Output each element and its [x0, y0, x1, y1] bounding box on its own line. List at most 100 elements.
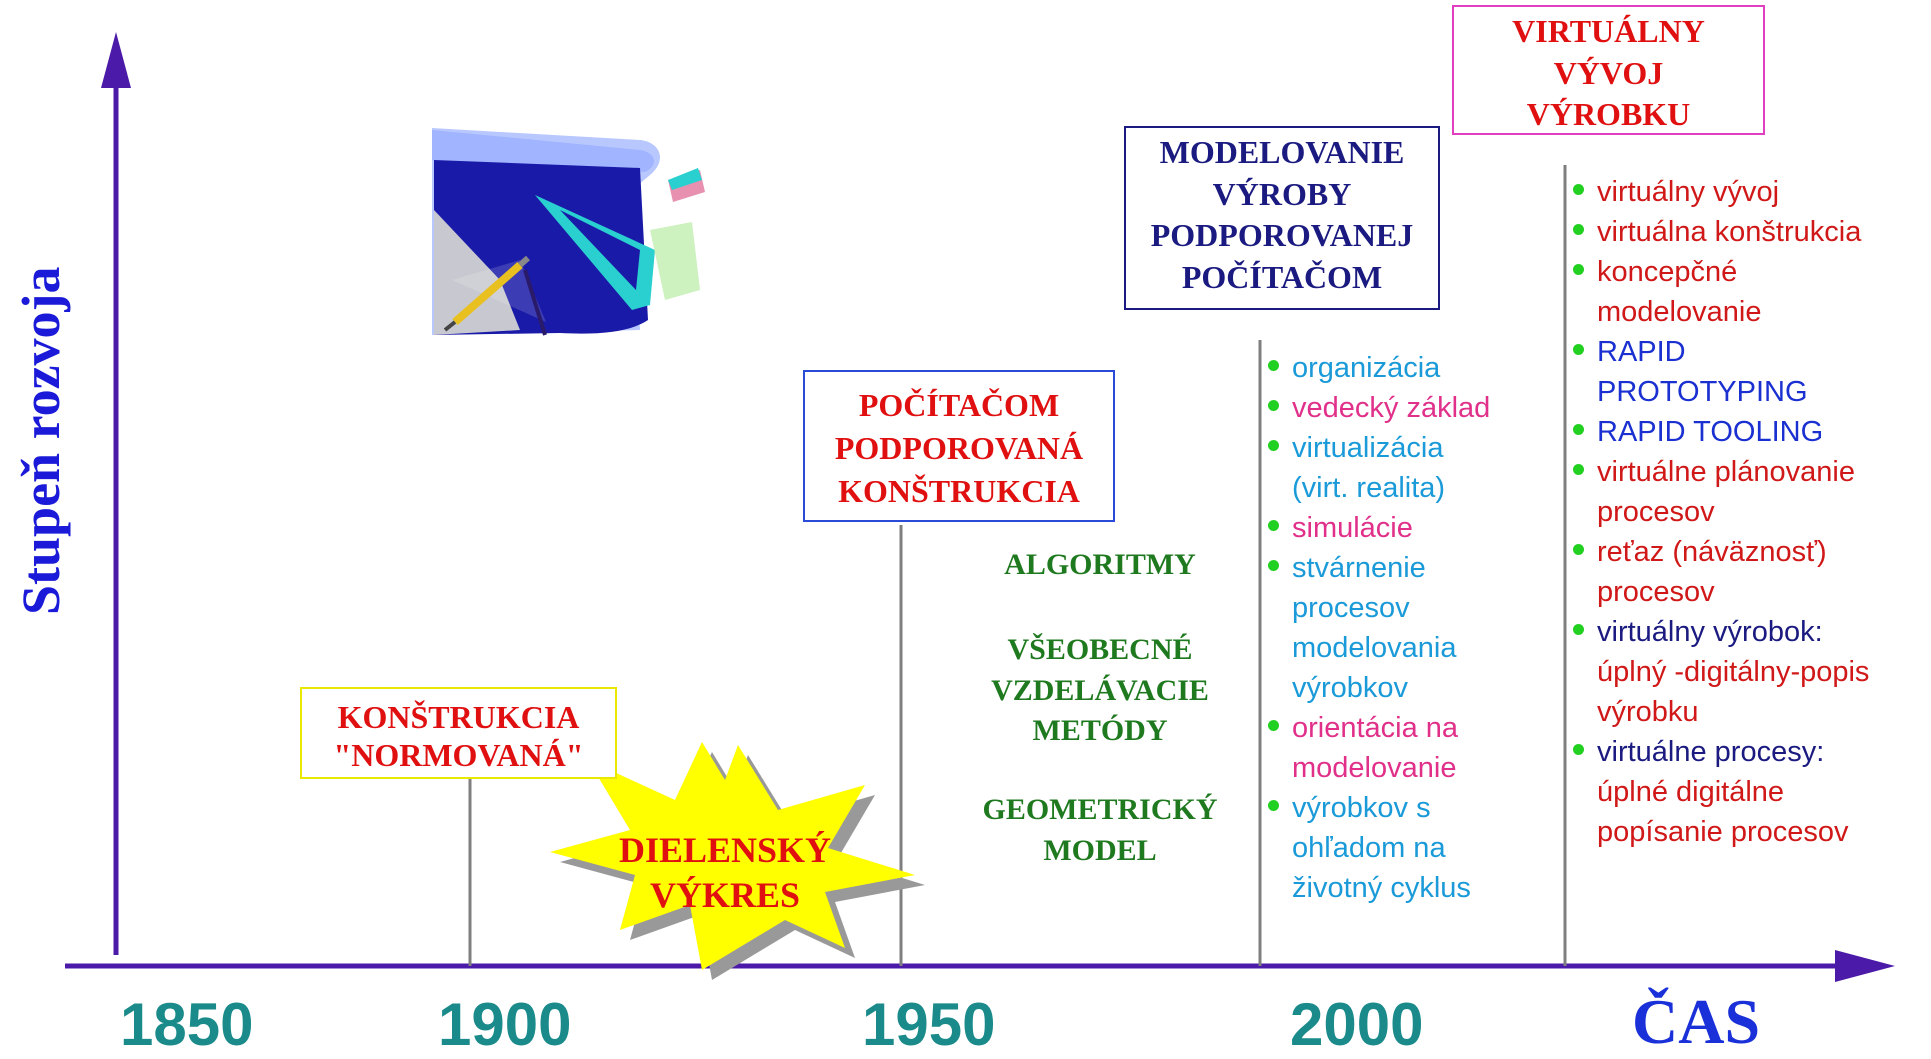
y-axis-arrow: [101, 32, 131, 88]
green-line: ALGORITMY: [1004, 548, 1196, 581]
x-axis-label: ČAS: [1632, 986, 1761, 1057]
bullet-icon: [1268, 440, 1279, 451]
bullet-icon: [1268, 720, 1279, 731]
list-item: stvárnenie procesov modelovania výrobkov: [1262, 548, 1562, 708]
label-geometricky-model: GEOMETRICKÝ MODEL: [950, 790, 1250, 871]
box-line: POČÍTAČOM: [1181, 258, 1383, 295]
list-item: výrobkov s ohľadom na životný cyklus: [1262, 788, 1562, 908]
green-line: MODEL: [1043, 833, 1157, 867]
starburst-icon: [550, 742, 915, 970]
list-item: RAPID TOOLING: [1567, 412, 1927, 452]
green-line: VŠEOBECNÉ: [1007, 633, 1193, 666]
box-line: VÝVOJ: [1553, 54, 1664, 91]
list-item: virtualizácia (virt. realita): [1262, 428, 1562, 508]
bullet-icon: [1573, 224, 1584, 235]
label-algoritmy: ALGORITMY: [950, 545, 1250, 586]
list-item-line: procesov: [1597, 576, 1715, 608]
y-axis-label: Stupeň rozvoja: [11, 266, 71, 615]
list-item-line: popísanie procesov: [1597, 816, 1849, 848]
list-item: orientácia na modelovanie: [1262, 708, 1562, 788]
box-modelovanie-vyroby: MODELOVANIE VÝROBY PODPOROVANEJ POČÍTAČO…: [1124, 126, 1440, 310]
box-line: PODPOROVANEJ: [1150, 217, 1414, 254]
list-item-line: reťaz (náväznosť): [1597, 536, 1827, 568]
bullet-icon: [1573, 344, 1584, 355]
list-item-line: stvárnenie: [1292, 552, 1426, 584]
list-item-line: koncepčné: [1597, 256, 1738, 288]
year-1850: 1850: [120, 991, 254, 1058]
list-item: reťaz (náväznosť) procesov: [1567, 532, 1927, 612]
box-line: KONŠTRUKCIA: [337, 699, 580, 735]
list-item-line: úplný -digitálny-popis: [1597, 656, 1870, 688]
box-line: MODELOVANIE: [1159, 134, 1405, 170]
list-item-line: virtuálne plánovanie: [1597, 456, 1855, 488]
list-item-line: orientácia na: [1292, 712, 1459, 744]
list-item-line: výrobkov: [1292, 672, 1409, 704]
green-line: GEOMETRICKÝ: [982, 793, 1218, 826]
list-item-line: výrobku: [1597, 696, 1699, 728]
bullet-icon: [1573, 464, 1584, 475]
list-item: koncepčné modelovanie: [1567, 252, 1927, 332]
list-item-line: virtuálna konštrukcia: [1597, 216, 1862, 248]
bullet-icon: [1573, 744, 1584, 755]
list-item-line: virtualizácia: [1292, 432, 1444, 464]
list-item: virtuálna konštrukcia: [1567, 212, 1927, 252]
list-item-line: virtuálny výrobok:: [1597, 616, 1823, 648]
list-item: vedecký základ: [1262, 388, 1562, 428]
list-item: RAPID PROTOTYPING: [1567, 332, 1927, 412]
list-item: virtuálne procesy: úplné digitálne popísan…: [1567, 732, 1927, 852]
bullet-icon: [1268, 400, 1279, 411]
bullet-icon: [1268, 360, 1279, 371]
list-item-line: modelovanie: [1597, 296, 1762, 328]
box-line: "NORMOVANÁ": [333, 737, 584, 774]
list-item-line: RAPID: [1597, 336, 1686, 368]
list-item-line: úplné digitálne: [1597, 776, 1785, 808]
list-item: simulácie: [1262, 508, 1562, 548]
list-item-line: (virt. realita): [1292, 472, 1446, 504]
bullet-icon: [1268, 520, 1279, 531]
box-virtualny-vyvoj: VIRTUÁLNY VÝVOJ VÝROBKU: [1452, 5, 1765, 135]
box-line: VÝROBKU: [1526, 96, 1691, 133]
list-item-line: RAPID TOOLING: [1597, 416, 1824, 448]
list-item-line: ohľadom na: [1292, 832, 1446, 864]
box-konstrukcia-normovana: KONŠTRUKCIA "NORMOVANÁ": [300, 687, 617, 779]
year-1950: 1950: [862, 991, 996, 1058]
bullet-icon: [1573, 264, 1584, 275]
list-item-line: modelovanie: [1292, 752, 1457, 784]
list-item-line: virtuálne procesy:: [1597, 736, 1825, 768]
green-line: METÓDY: [1032, 714, 1168, 747]
list-item-line: procesov: [1292, 592, 1410, 624]
list-item: virtuálny vývoj: [1567, 172, 1927, 212]
green-line: VZDELÁVACIE: [991, 673, 1209, 707]
box-line: KONŠTRUKCIA: [838, 473, 1080, 510]
bullet-icon: [1268, 800, 1279, 811]
starburst-line: DIELENSKÝ: [618, 830, 832, 870]
list-item-line: životný cyklus: [1292, 872, 1471, 904]
box-line: POČÍTAČOM: [858, 387, 1060, 423]
year-2000: 2000: [1290, 991, 1424, 1058]
list-item-line: výrobkov s: [1292, 792, 1431, 824]
bullet-icon: [1573, 544, 1584, 555]
box-line: VÝROBY: [1212, 175, 1352, 212]
box-pocitacom-podporovana: POČÍTAČOM PODPOROVANÁ KONŠTRUKCIA: [803, 370, 1115, 522]
drafting-board-icon: [432, 128, 705, 336]
list-item-line: PROTOTYPING: [1597, 376, 1808, 408]
list-item-line: virtuálny vývoj: [1597, 176, 1780, 208]
year-1900: 1900: [438, 991, 572, 1058]
list-2000: organizácia vedecký základ virtualizácia (v…: [1262, 348, 1562, 908]
list-item: virtuálny výrobok: úplný -digitálny-popis…: [1567, 612, 1927, 732]
starburst-line: VÝKRES: [649, 875, 801, 915]
list-item-line: organizácia: [1292, 352, 1441, 384]
bullet-icon: [1573, 424, 1584, 435]
list-item: organizácia: [1262, 348, 1562, 388]
list-virtual: virtuálny vývoj virtuálna konštrukcia konc…: [1567, 172, 1927, 852]
starburst-label: DIELENSKÝ VÝKRES: [600, 828, 850, 918]
list-item-line: modelovania: [1292, 632, 1457, 664]
x-axis-arrow: [1835, 950, 1895, 982]
box-line: VIRTUÁLNY: [1512, 13, 1705, 49]
bullet-icon: [1573, 624, 1584, 635]
box-line: PODPOROVANÁ: [834, 430, 1084, 467]
list-item-line: vedecký základ: [1292, 392, 1491, 424]
bullet-icon: [1268, 560, 1279, 571]
